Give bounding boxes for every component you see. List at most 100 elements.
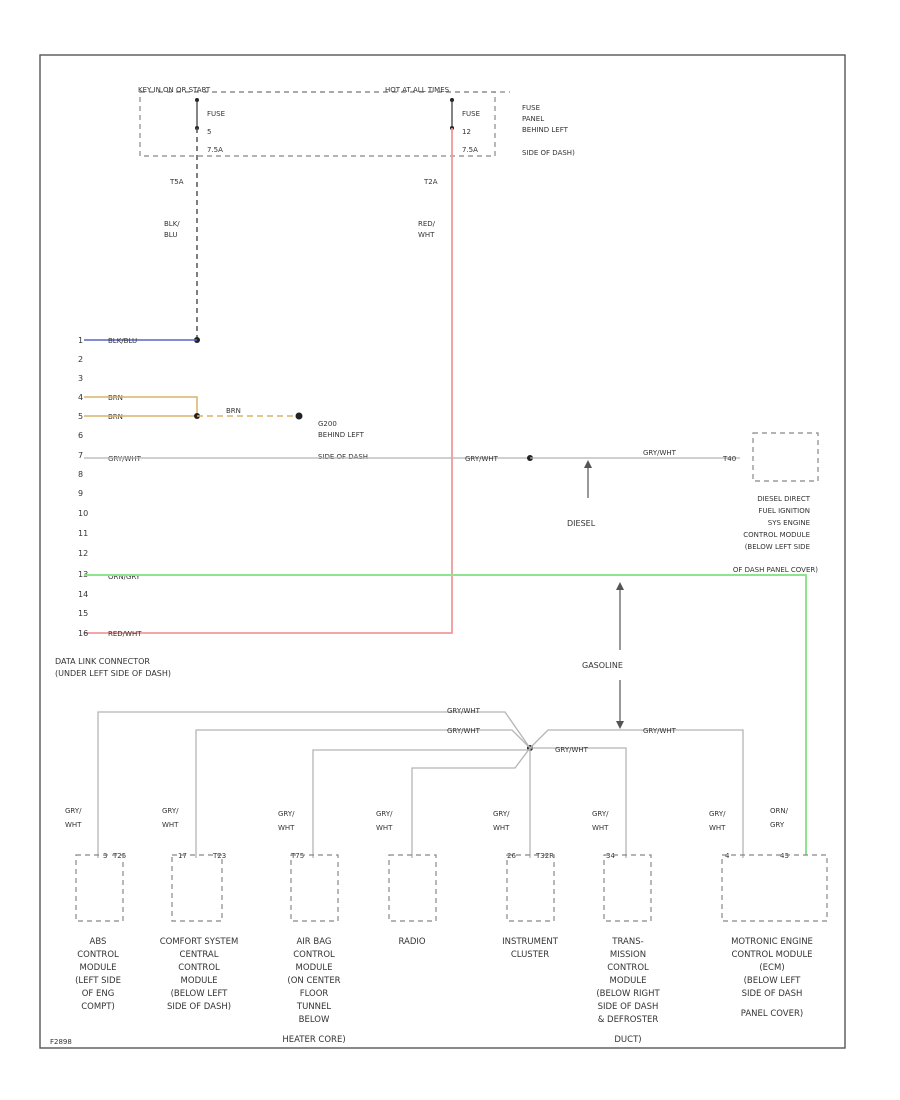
pin1-wire-label: BLK/BLU bbox=[108, 337, 137, 345]
pin-5: 5 bbox=[78, 412, 83, 421]
diesel-module-name-2: FUEL IGNITION bbox=[758, 507, 810, 515]
tcm-name-6: SIDE OF DASH bbox=[598, 1002, 659, 1012]
comfort-pin: 17 bbox=[178, 852, 187, 860]
bus-wire-airbag bbox=[312, 749, 530, 858]
tcm-module-box bbox=[603, 854, 652, 922]
tcm-wire-2: WHT bbox=[592, 824, 609, 832]
ecm-pin-2: 43 bbox=[780, 852, 789, 860]
pin-8: 8 bbox=[78, 470, 83, 479]
pin16-wire-label: RED/WHT bbox=[108, 630, 142, 638]
diesel-pin: T40 bbox=[722, 455, 736, 463]
ground-wire-label: BRN bbox=[226, 407, 241, 415]
abs-name-4: (LEFT SIDE bbox=[75, 976, 121, 986]
tcm-name-2: MISSION bbox=[610, 950, 646, 960]
module-abs: GRY/ WHT 3 T25 ABS CONTROL MODULE (LEFT … bbox=[65, 807, 126, 1012]
ground-location-2: SIDE OF DASH bbox=[318, 453, 368, 461]
tcm-name-5: (BELOW RIGHT bbox=[596, 989, 660, 999]
fuse-right-rating: 7.5A bbox=[462, 146, 478, 154]
diesel-module-wire: GRY/WHT bbox=[643, 449, 677, 457]
bus-wire-radio bbox=[411, 747, 531, 858]
cluster-module-box bbox=[506, 854, 555, 922]
pin-14: 14 bbox=[78, 590, 88, 599]
left-circuit-id: T5A bbox=[169, 178, 184, 186]
ecm-name-4: (BELOW LEFT bbox=[744, 976, 802, 986]
pin-13: 13 bbox=[78, 570, 88, 579]
tcm-name-7: & DEFROSTER bbox=[598, 1015, 659, 1025]
airbag-name-5: FLOOR bbox=[300, 989, 329, 999]
comfort-name-2: CENTRAL bbox=[180, 950, 219, 960]
pin7-wire-label: GRY/WHT bbox=[108, 455, 142, 463]
right-power-header: HOT AT ALL TIMES bbox=[385, 86, 450, 94]
comfort-name-3: CONTROL bbox=[178, 963, 220, 973]
module-airbag: GRY/ WHT T75 AIR BAG CONTROL MODULE (ON … bbox=[278, 810, 346, 1045]
abs-wire-1: GRY/ bbox=[65, 807, 82, 815]
pin13-wire-label: ORN/GRY bbox=[108, 573, 141, 581]
connector-name-1: DATA LINK CONNECTOR bbox=[55, 657, 150, 666]
abs-name-5: OF ENG bbox=[82, 989, 115, 999]
diesel-arrow-head bbox=[584, 460, 592, 468]
cluster-pin: 26 bbox=[507, 852, 516, 860]
tcm-name-1: TRANS- bbox=[611, 937, 643, 947]
airbag-name-3: MODULE bbox=[296, 963, 333, 973]
module-cluster: GRY/ WHT 26 T32R INSTRUMENT CLUSTER bbox=[493, 810, 559, 960]
abs-name-6: COMPT) bbox=[81, 1002, 115, 1012]
diesel-module-name-5: (BELOW LEFT SIDE bbox=[745, 543, 810, 551]
pin-10: 10 bbox=[78, 509, 88, 518]
pin-7: 7 bbox=[78, 451, 83, 460]
fuse-panel-location-4: SIDE OF DASH) bbox=[522, 149, 575, 157]
airbag-wire-2: WHT bbox=[278, 824, 295, 832]
connector-name-2: (UNDER LEFT SIDE OF DASH) bbox=[55, 669, 171, 678]
ecm-name-3: (ECM) bbox=[759, 963, 784, 973]
ground-g200 bbox=[295, 412, 303, 420]
fuse-left-number: 5 bbox=[207, 128, 211, 136]
comfort-conn: T23 bbox=[212, 852, 226, 860]
cluster-name-2: CLUSTER bbox=[511, 950, 549, 960]
right-wire-color-2: WHT bbox=[418, 231, 435, 239]
diesel-splice-wire: GRY/WHT bbox=[465, 455, 499, 463]
ground-location-1: BEHIND LEFT bbox=[318, 431, 365, 439]
abs-pin: 3 bbox=[103, 852, 107, 860]
abs-module-box bbox=[75, 854, 124, 922]
comfort-module-box bbox=[171, 854, 223, 922]
gasoline-arrow-up-head bbox=[616, 582, 624, 590]
diesel-module-name-3: SYS ENGINE bbox=[768, 519, 810, 527]
pin-3: 3 bbox=[78, 374, 83, 383]
ecm-name-2: CONTROL MODULE bbox=[731, 950, 812, 960]
ecm-pin: 4 bbox=[725, 852, 730, 860]
radio-wire-2: WHT bbox=[376, 824, 393, 832]
diesel-module-box bbox=[752, 432, 819, 482]
diesel-module-name-1: DIESEL DIRECT bbox=[757, 495, 810, 503]
airbag-module-box bbox=[290, 854, 339, 922]
pin-2: 2 bbox=[78, 355, 83, 364]
bus-wire-label-2: GRY/WHT bbox=[447, 727, 481, 735]
gasoline-arrow-down-head bbox=[616, 721, 624, 729]
diagram-frame bbox=[39, 54, 846, 1049]
cluster-wire-1: GRY/ bbox=[493, 810, 510, 818]
ecm-name-1: MOTRONIC ENGINE bbox=[731, 937, 813, 947]
fuse-panel-box bbox=[139, 91, 496, 157]
abs-name-2: CONTROL bbox=[77, 950, 119, 960]
pin-6: 6 bbox=[78, 431, 83, 440]
tcm-name-3: CONTROL bbox=[607, 963, 649, 973]
pin4-wire-label: BRN bbox=[108, 394, 123, 402]
comfort-name-5: (BELOW LEFT bbox=[171, 989, 229, 999]
gasoline-variant-label: GASOLINE bbox=[582, 661, 623, 670]
fuse-panel-location-2: PANEL bbox=[522, 115, 544, 123]
pin5-wire-label: BRN bbox=[108, 413, 123, 421]
cluster-conn: T32R bbox=[535, 852, 554, 860]
right-wire-color-1: RED/ bbox=[418, 220, 436, 228]
airbag-name-6: TUNNEL bbox=[296, 1002, 332, 1012]
module-ecm: GRY/ WHT ORN/ GRY 4 43 MOTRONIC ENGINE C… bbox=[709, 807, 828, 1019]
connector-pin-list: 1 2 3 4 5 6 7 8 9 10 11 12 13 14 15 16 bbox=[78, 336, 88, 638]
abs-conn: T25 bbox=[112, 852, 126, 860]
ground-id: G200 bbox=[318, 420, 337, 428]
bus-wire-label-3: GRY/WHT bbox=[555, 746, 589, 754]
comfort-name-4: MODULE bbox=[181, 976, 218, 986]
left-power-header: KEY IN ON OR START bbox=[138, 86, 211, 94]
ecm-orn-wire-2: GRY bbox=[770, 821, 785, 829]
left-wire-color-1: BLK/ bbox=[164, 220, 180, 228]
diesel-module-name-6: OF DASH PANEL COVER) bbox=[733, 566, 818, 574]
airbag-wire-1: GRY/ bbox=[278, 810, 295, 818]
radio-module-box bbox=[388, 854, 437, 922]
cluster-name-1: INSTRUMENT bbox=[502, 937, 559, 947]
